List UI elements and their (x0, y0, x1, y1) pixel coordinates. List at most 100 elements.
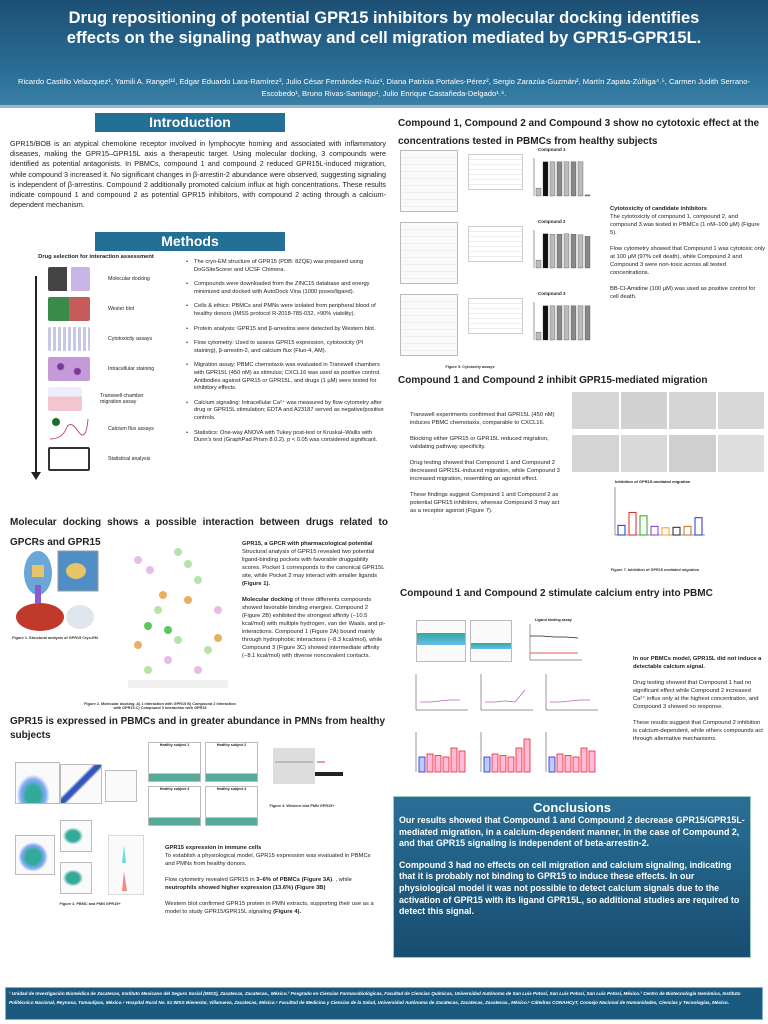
poster-header: Drug repositioning of potential GPR15 in… (0, 0, 768, 108)
cytotox-bar-chart (533, 158, 591, 197)
workflow-step: Statistical analysis (26, 444, 166, 474)
cytotox-histogram (400, 150, 458, 212)
methods-list: The cryo-EM structure of GPR15 (PDB: 8ZQ… (185, 259, 385, 452)
calcium-bar (564, 755, 572, 773)
transwell-images (572, 392, 764, 472)
cytotox-bar (584, 305, 591, 341)
workflow-step: Intracellular staining (26, 354, 166, 384)
workflow-step: Wester blot (26, 294, 166, 324)
affiliations-footer: ¹ Unidad de Investigación Biomédica de Z… (5, 987, 763, 1020)
workflow-step: Calcium flux assays (26, 414, 166, 444)
histogram-figure (108, 835, 144, 895)
cytotox-bar (549, 161, 556, 197)
cytotox-bar (584, 194, 591, 197)
cytotox-bar (563, 305, 570, 341)
flow-plot-pmn (60, 820, 92, 852)
calcium-bar (572, 756, 580, 773)
migration-text: Transwell experiments confirmed that GPR… (410, 412, 560, 514)
cytotox-bar (570, 305, 577, 341)
flow-plot-b (15, 835, 55, 875)
cytotox-bar (563, 161, 570, 197)
healthy-subject-plots: Healthy subject 1 Healthy subject 2 Heal… (148, 742, 258, 826)
workflow-step: Cytotoxicity assays (26, 324, 166, 354)
migration-heading: Compound 1 and Compound 2 inhibit GPR15-… (398, 375, 708, 386)
workflow-step: Transwell chamber migration assay (26, 384, 166, 414)
cytotox-panel-title: Compound 1 (538, 147, 566, 152)
docking-text: GPR15, a GPCR with pharmacological poten… (242, 541, 386, 659)
cytotox-bar (542, 161, 549, 197)
calcium-bar (450, 747, 458, 773)
cytotox-text: Cytotoxicity of candidate inhibitors The… (610, 206, 765, 300)
calcium-bar (523, 738, 531, 773)
monitor-chart-icon (48, 447, 90, 471)
calcium-bar (418, 756, 426, 773)
figure5-caption: Figure 5. Cytotoxity assays (445, 365, 495, 369)
migration-bar (661, 527, 670, 536)
calcium-curve-icon (49, 418, 89, 440)
conclusions-box: Conclusions Our results showed that Comp… (393, 796, 751, 958)
workflow-title: Drug selection for interaction assessmen… (38, 254, 154, 260)
calcium-bar (507, 756, 515, 773)
migration-bar (683, 525, 692, 536)
figure1-caption: Figure 1. Structural analysis of GPR15 C… (12, 636, 98, 640)
flow-plot-singlets (60, 764, 102, 804)
expression-text: GPR15 expression in immune cells To esta… (165, 845, 374, 915)
calcium-flow-plot-a (416, 620, 466, 662)
cytotox-bar (542, 233, 549, 269)
methods-workflow: Drug selection for interaction assessmen… (26, 254, 166, 480)
calcium-text: In our PBMCs model, GPR15L did not induc… (633, 656, 763, 742)
flow-plot-gpr15-pmn (60, 862, 92, 894)
calcium-bar (548, 756, 556, 773)
conclusions-title: Conclusions (532, 800, 611, 815)
figure4-caption: Figure 4. Western blot PMN GPR15+ (269, 804, 335, 808)
calcium-bar-chart (545, 732, 596, 773)
cytotox-bar (535, 187, 542, 197)
figure7-caption: Figure 7. Inhibition of GPR15 mediated m… (610, 568, 700, 572)
cytotox-bar (570, 161, 577, 197)
introduction-banner: Introduction (95, 113, 285, 132)
cytotox-legend-table (468, 298, 523, 334)
migration-bar (639, 515, 648, 536)
cytotox-bar (577, 234, 584, 269)
cytotox-bar (542, 305, 549, 341)
migration-bar (628, 511, 637, 536)
calcium-bar (588, 750, 596, 773)
calcium-bar (556, 753, 564, 773)
cytotox-panel-title: Compound 2 (538, 219, 566, 224)
gpr15-structure-figure (16, 550, 99, 631)
poster-title: Drug repositioning of potential GPR15 in… (66, 9, 702, 47)
western-blot-figure (273, 748, 343, 784)
cell-staining-icon (48, 357, 90, 381)
cytotox-bar-chart (533, 302, 591, 341)
calcium-bar (580, 747, 588, 773)
calcium-bar-chart (415, 732, 466, 773)
migration-bar-chart (614, 487, 705, 536)
cytotox-bar (556, 161, 563, 197)
docking-interaction-figure (128, 548, 228, 688)
workflow-arrow (35, 276, 37, 476)
figure3-caption: Figure 3. PBMC and PMN GPR15+ (59, 902, 121, 906)
calcium-dose-charts (410, 670, 610, 792)
calcium-line-chart (415, 674, 468, 711)
cytotox-bar (577, 305, 584, 341)
ligand-chart-title: Ligand binding assay (535, 618, 572, 622)
calcium-heading: Compound 1 and Compound 2 stimulate calc… (400, 588, 713, 599)
calcium-bar (442, 756, 450, 773)
computer-docking-icon (48, 267, 90, 291)
migration-bar (617, 524, 626, 536)
calcium-bar (483, 756, 491, 773)
migration-bar (650, 525, 659, 536)
calcium-bar (515, 747, 523, 773)
calcium-bar (499, 755, 507, 773)
migration-chart-title: Inhibition of GPR15-mediated migration (615, 479, 691, 484)
cytotox-bar (535, 259, 542, 269)
calcium-bar (458, 750, 466, 773)
author-list: Ricardo Castillo Velazquez¹, Yamili A. R… (17, 77, 751, 98)
flow-plot-a (15, 762, 60, 804)
cytotox-histogram (400, 294, 458, 356)
cytotox-bar (563, 233, 570, 269)
cytotox-legend-table (468, 154, 523, 190)
cytotox-bar (556, 305, 563, 341)
calcium-bar (426, 753, 434, 773)
